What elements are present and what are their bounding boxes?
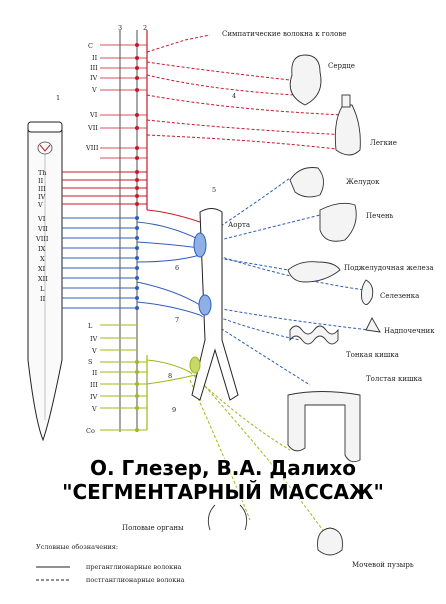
label-adrenal: Надпочечник: [384, 327, 435, 335]
number-label: 6: [175, 264, 179, 272]
legend-header: Условные обозначения:: [36, 543, 118, 551]
number-label: 4: [232, 92, 236, 100]
organ-labels: Симпатические волокна к голове Сердце Ле…: [122, 30, 435, 569]
segment-label: L: [40, 285, 45, 293]
thoracic-nerves: [62, 34, 351, 223]
organs: [207, 54, 381, 556]
segment-label: S: [88, 358, 92, 366]
segment-label: VIII: [35, 235, 49, 243]
label-sympathetic-head: Симпатические волокна к голове: [222, 30, 346, 38]
lungs-shape: [334, 104, 361, 156]
title-book: "СЕГМЕНТАРНЫЙ МАССАЖ": [62, 480, 384, 504]
pancreas-shape: [287, 261, 341, 283]
segment-label: IV: [90, 74, 98, 82]
segment-label: II: [40, 295, 46, 303]
bladder-shape: [317, 527, 343, 556]
segment-label: X: [40, 255, 45, 263]
segment-label: IV: [90, 393, 98, 401]
segment-label: Co: [86, 427, 95, 435]
large-intestine-shape: [287, 391, 361, 463]
segment-label: II: [92, 54, 98, 62]
liver-shape: [319, 202, 357, 242]
heart-shape: [289, 54, 322, 106]
segment-label: L: [88, 322, 93, 330]
segment-label: VII: [37, 225, 48, 233]
segment-label: III: [38, 185, 46, 193]
spinal-cord: [27, 121, 63, 442]
segment-label: III: [90, 381, 98, 389]
ganglia-green: [135, 360, 139, 432]
title-authors: О. Глезер, В.А. Далихо: [89, 456, 357, 480]
segment-label: IV: [38, 193, 46, 201]
segment-label: III: [90, 64, 98, 72]
segment-label: IX: [38, 245, 46, 253]
segment-label: IV: [90, 335, 98, 343]
label-heart: Сердце: [328, 62, 355, 70]
segment-label: XII: [38, 275, 48, 283]
segment-label: Th: [38, 169, 47, 177]
legend: Условные обозначения: преганглионарные в…: [36, 543, 185, 584]
segment-label: II: [38, 177, 44, 185]
label-liver: Печень: [366, 212, 394, 220]
label-aorta: Аорта: [228, 221, 250, 229]
segment-label: V: [91, 86, 97, 94]
ganglia-red: [135, 43, 139, 206]
ganglia-blue: [135, 216, 139, 310]
label-pancreas: Поджелудочная железа: [344, 264, 434, 272]
segment-label: VI: [37, 215, 46, 223]
label-stomach: Желудок: [346, 178, 380, 186]
segment-label: II: [92, 369, 98, 377]
label-large-intestine: Толстая кишка: [366, 375, 422, 383]
legend-post: постганглионарные волокна: [86, 576, 185, 584]
number-label: 3: [118, 24, 122, 32]
segment-label: VI: [89, 111, 98, 119]
label-bladder: Мочевой пузырь: [352, 561, 414, 569]
legend-pre: преганглионарные волокна: [86, 563, 182, 571]
stomach-shape: [289, 167, 324, 198]
number-label: 7: [175, 316, 179, 324]
segment-label: XI: [38, 265, 46, 273]
segment-label: V: [91, 405, 97, 413]
segment-label: VII: [87, 124, 98, 132]
adrenal-shape: [365, 317, 381, 333]
aorta: [189, 208, 239, 401]
segment-label: V: [91, 347, 97, 355]
number-label: 1: [56, 94, 60, 102]
segment-label: V: [37, 201, 43, 209]
label-genitals: Половые органы: [122, 524, 184, 532]
segment-label: VIII: [85, 144, 99, 152]
label-small-intestine: Тонкая кишка: [346, 351, 399, 359]
diagram-numbers: 1 2 3 4 5 6 7 8 9: [56, 24, 236, 414]
segment-label: C: [88, 42, 93, 50]
spleen-shape: [361, 279, 374, 305]
number-label: 5: [212, 186, 216, 194]
number-label: 9: [172, 406, 176, 414]
segment-labels: C II III IV V VI VII VIII Th II III IV V…: [35, 42, 99, 435]
label-lungs: Легкие: [370, 139, 397, 147]
label-spleen: Селезенка: [380, 292, 419, 300]
small-intestine-shape: [289, 325, 339, 345]
number-label: 2: [143, 24, 147, 32]
number-label: 8: [168, 372, 172, 380]
